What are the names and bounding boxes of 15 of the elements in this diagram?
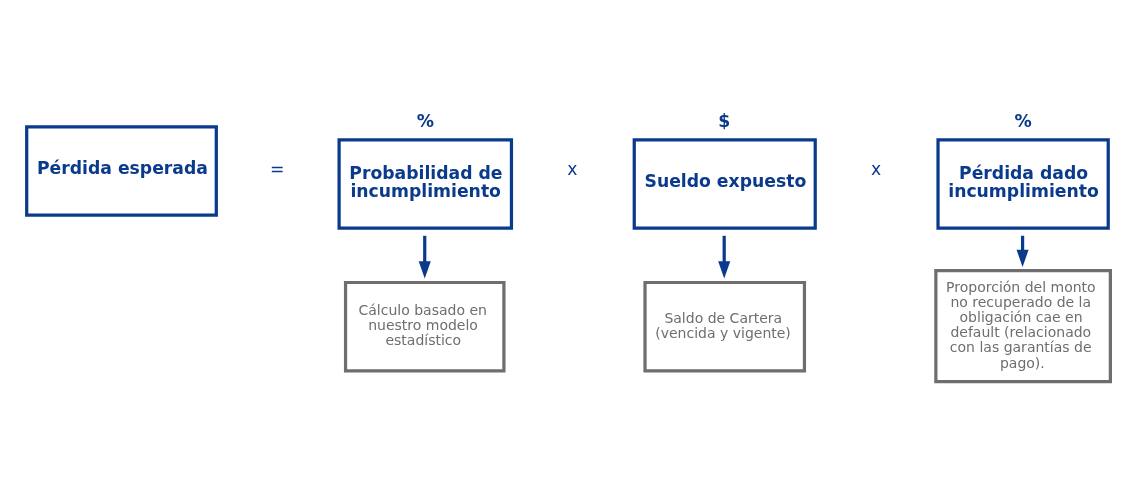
node-box: Probabilidad de incumplimiento <box>337 138 514 230</box>
label: x <box>870 158 882 179</box>
arrow <box>418 235 431 279</box>
node-box: Proporción del monto no recuperado de la obligación cae en default (relacionado con las garantías de pago). <box>934 269 1112 384</box>
node-box: Pérdida esperada <box>25 125 218 217</box>
node-box: Sueldo expuesto <box>632 138 817 230</box>
node-box: Cálculo basado en nuestro modelo estadístico <box>343 280 506 373</box>
label: x <box>567 158 578 179</box>
node-label: $ <box>718 111 731 132</box>
node-label: % <box>416 111 434 132</box>
label: = <box>269 158 285 179</box>
node-box: Saldo de Cartera (vencida y vigente) <box>643 280 807 373</box>
node-box: Pérdida dado incumplimiento <box>936 138 1110 230</box>
arrow <box>718 235 731 279</box>
node-label: % <box>1014 111 1032 132</box>
